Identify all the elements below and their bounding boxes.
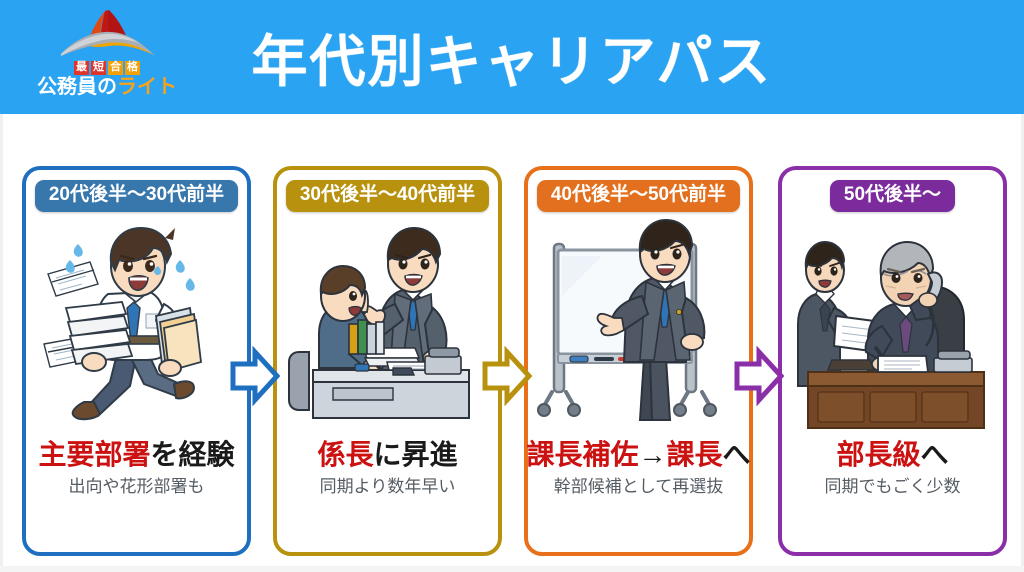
logo-wordmark-accent: ライト [117,76,177,98]
stage-title-3-mid: → [638,438,667,470]
career-stage-row: 20代後半〜30代前半 [0,114,1024,572]
arrow-right-icon [734,346,785,406]
stage-card-4[interactable]: 50代後半〜 [778,166,1007,556]
stage-badge-2: 30代後半〜40代前半 [285,180,490,212]
stage-title-2-rest: に昇進 [373,438,458,470]
header-band: 最 短 合 格 公務員のライト 年代別キャリアパス [0,0,1024,114]
arrow-right-icon [482,346,533,406]
logo-badge-row: 最 短 合 格 [74,61,140,75]
logo-wordmark: 公務員のライト [37,77,177,97]
stage-title-3: 課長補佐→課長へ [526,438,751,471]
logo-swoosh-icon [61,10,155,56]
logo-badge-4: 格 [125,61,140,75]
stage-title-2-highlight: 係長 [317,438,374,470]
stage-title-3-highlight: 課長補佐 [526,438,639,470]
logo-wordmark-primary: 公務員の [37,76,117,98]
stage-title-1-rest: を経験 [150,438,235,470]
bottom-edge-strip [0,566,1024,572]
brand-logo: 最 短 合 格 公務員のライト [32,8,182,108]
arrow-right-icon [230,346,281,406]
stage-subtitle-4: 同期でもごく少数 [824,476,961,496]
stage-illustration-1 [34,216,239,434]
stage-subtitle-1: 出向や花形部署も [68,476,205,496]
stage-illustration-2 [285,215,490,434]
logo-badge-3: 合 [108,61,123,75]
stage-title-2: 係長に昇進 [317,438,458,471]
logo-badge-1: 最 [74,61,89,75]
stage-title-4: 部長級へ [836,438,949,471]
stage-card-3[interactable]: 40代後半〜50代前半 [524,166,753,556]
stage-title-3-highlight2: 課長 [666,438,723,470]
right-edge-strip [1021,114,1024,572]
page-title: 年代別キャリアパス [251,29,773,93]
stage-illustration-4 [790,215,995,434]
stage-subtitle-3: 幹部候補として再選抜 [553,476,724,496]
stage-card-1[interactable]: 20代後半〜30代前半 [22,166,251,556]
logo-badge-2: 短 [91,61,106,75]
stage-illustration-3 [536,215,741,434]
flow-arrow-1 [229,346,281,406]
stage-title-1-highlight: 主要部署 [38,438,151,470]
stage-card-2[interactable]: 30代後半〜40代前半 [273,166,502,556]
flow-arrow-2 [481,346,533,406]
stage-badge-1: 20代後半〜30代前半 [34,180,239,212]
flow-arrow-3 [733,346,785,406]
stage-badge-4: 50代後半〜 [829,180,956,212]
stage-title-1: 主要部署を経験 [38,438,235,471]
stage-subtitle-2: 同期より数年早い [319,476,456,496]
stage-title-3-rest: へ [722,438,751,470]
stage-title-4-rest: へ [920,438,949,470]
stage-title-4-highlight: 部長級 [836,438,921,470]
left-edge-strip [0,114,3,572]
stage-badge-3: 40代後半〜50代前半 [536,180,741,212]
